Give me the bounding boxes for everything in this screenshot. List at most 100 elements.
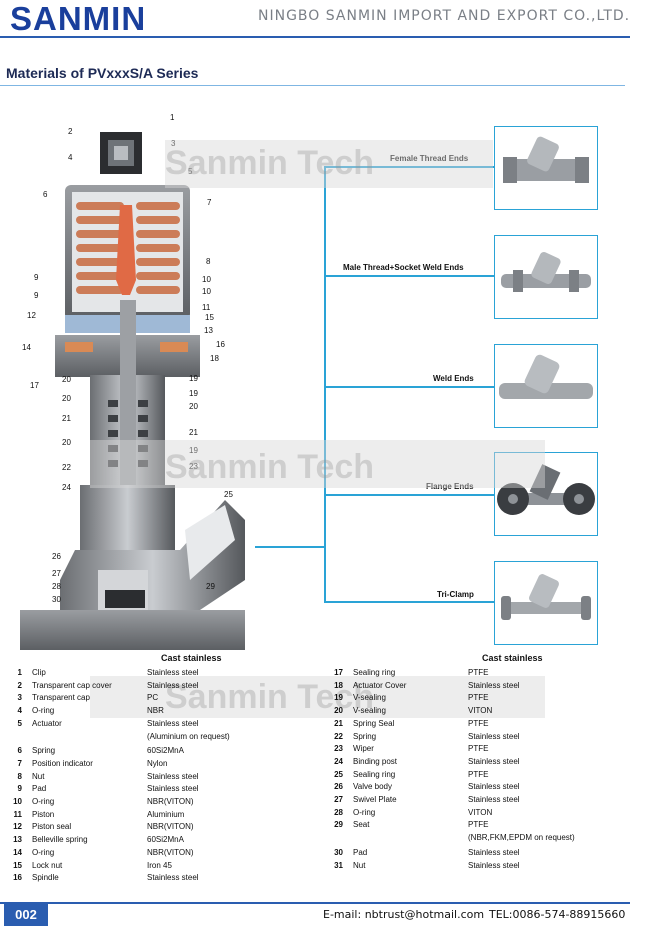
callout-number: 7 [207,198,212,207]
page-title: Materials of PVxxxS/A Series [6,65,199,81]
valve-cross-section-diagram [20,132,245,650]
male-thread-socket-weld-ends-image [494,235,598,319]
callout-number: 9 [34,291,39,300]
callout-number: 1 [170,113,175,122]
callout-number: 28 [52,582,61,591]
watermark-band [90,440,545,488]
page-number: 002 [4,904,48,926]
callout-number: 15 [205,313,214,322]
callout-number: 25 [224,490,233,499]
right-column-header: Cast stainless [482,653,543,663]
callout-number: 26 [52,552,61,561]
callout-number: 3 [171,139,176,148]
callout-number: 4 [68,153,73,162]
callout-number: 5 [188,167,193,176]
title-divider [0,85,625,86]
connector-line [324,494,494,496]
left-column-header: Cast stainless [161,653,222,663]
callout-number: 21 [189,428,198,437]
callout-number: 24 [62,483,71,492]
callout-number: 19 [189,446,198,455]
watermark-band [90,676,545,718]
footer-tel: TEL:0086-574-88915660 [489,908,626,921]
tri-clamp-image [494,561,598,645]
company-name: NINGBO SANMIN IMPORT AND EXPORT CO.,LTD. [258,8,631,24]
footer-divider [0,902,630,904]
callout-number: 19 [189,374,198,383]
weld-ends-image [494,344,598,428]
connector-line [324,166,494,168]
end-type-label: Tri-Clamp [437,590,474,599]
callout-number: 11 [202,303,211,312]
callout-number: 19 [189,389,198,398]
callout-number: 29 [206,582,215,591]
end-type-label: Female Thread Ends [390,154,469,163]
callout-number: 23 [189,462,198,471]
callout-number: 2 [68,127,73,136]
flange-ends-image [494,452,598,536]
list-item: (Aluminium on request) [147,731,230,741]
callout-number: 30 [52,595,61,604]
callout-number: 20 [189,402,198,411]
end-type-label: Flange Ends [426,482,474,491]
callout-number: 6 [43,190,48,199]
watermark: Sanmin Tech [165,448,375,486]
callout-number: 12 [27,311,36,320]
end-type-label: Weld Ends [433,374,474,383]
callout-number: 17 [30,381,39,390]
callout-number: 10 [202,275,211,284]
callout-number: 10 [202,287,211,296]
watermark-band [165,140,493,188]
watermark: Sanmin Tech [165,678,375,716]
watermark: Sanmin Tech [165,144,375,182]
footer-email: E-mail: nbtrust@hotmail.com [323,908,485,921]
callout-number: 21 [62,414,71,423]
callout-number: 13 [204,326,213,335]
callout-number: 27 [52,569,61,578]
callout-number: 20 [62,394,71,403]
callout-number: 22 [62,463,71,472]
connector-line [324,166,326,601]
callout-number: 14 [22,343,31,352]
female-thread-ends-image [494,126,598,210]
callout-number: 18 [210,354,219,363]
connector-line [324,386,494,388]
connector-line [255,546,325,548]
callout-number: 8 [206,257,211,266]
callout-number: 20 [62,375,71,384]
connector-line [324,601,494,603]
callout-number: 16 [216,340,225,349]
